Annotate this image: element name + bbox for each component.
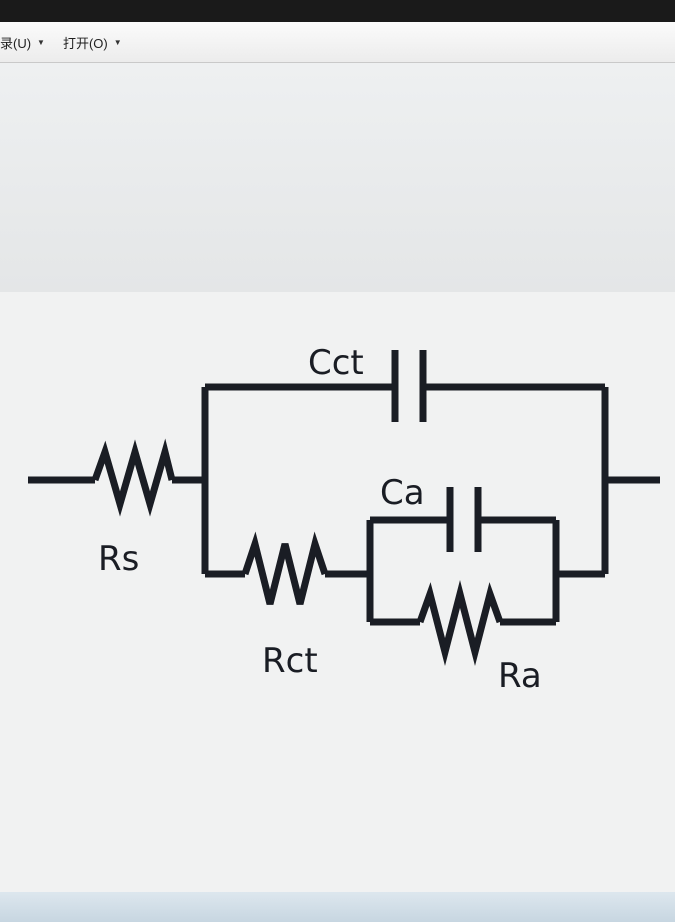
circuit-diagram: Rs Rct Cct Ca Ra [28,343,660,696]
label-rct: Rct [262,641,318,681]
menu-record[interactable]: 录(U) ▼ [0,33,45,52]
blank-pane [0,63,675,292]
toolbar: 录(U) ▼ 打开(O) ▼ [0,22,675,63]
taskbar-strip [0,892,675,922]
diagram-canvas: Rs Rct Cct Ca Ra [0,292,675,900]
label-rs: Rs [98,539,139,579]
menu-open[interactable]: 打开(O) ▼ [63,33,122,52]
chevron-down-icon: ▼ [37,37,45,47]
label-ra: Ra [498,656,542,696]
resistor-rct [241,531,329,605]
menu-record-label: 录(U) [0,35,32,51]
resistor-rs [91,438,176,517]
app-window: 录(U) ▼ 打开(O) ▼ [0,22,675,922]
resistor-ra [416,580,504,666]
label-ca: Ca [380,473,425,513]
label-cct: Cct [308,343,364,383]
menu-open-label: 打开(O) [62,35,108,51]
chevron-down-icon: ▼ [113,37,122,47]
